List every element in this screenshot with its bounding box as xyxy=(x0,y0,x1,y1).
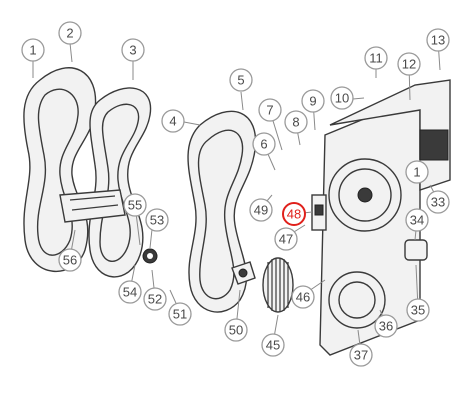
svg-text:36: 36 xyxy=(379,319,393,334)
svg-text:49: 49 xyxy=(254,203,268,218)
callout-35: 35 xyxy=(406,298,430,322)
rear-panel xyxy=(319,99,421,356)
callout-36: 36 xyxy=(374,314,398,338)
callout-48-highlighted: 48 xyxy=(282,202,306,226)
callout-4: 4 xyxy=(161,109,185,133)
callout-10: 10 xyxy=(330,86,354,110)
svg-text:50: 50 xyxy=(229,323,243,338)
bearing-53 xyxy=(142,248,158,264)
svg-text:46: 46 xyxy=(296,290,310,305)
svg-text:7: 7 xyxy=(266,103,273,118)
svg-text:13: 13 xyxy=(431,33,445,48)
svg-text:11: 11 xyxy=(369,51,383,66)
callout-37: 37 xyxy=(349,343,373,367)
svg-text:47: 47 xyxy=(279,232,293,247)
svg-text:1: 1 xyxy=(29,43,36,58)
callout-52: 52 xyxy=(143,287,167,311)
svg-text:33: 33 xyxy=(431,195,445,210)
svg-text:53: 53 xyxy=(150,213,164,228)
svg-text:56: 56 xyxy=(63,253,77,268)
callout-34: 34 xyxy=(405,208,429,232)
callout-33: 33 xyxy=(426,190,450,214)
svg-text:9: 9 xyxy=(309,94,316,109)
callout-13: 13 xyxy=(426,28,450,52)
callout-51: 51 xyxy=(168,302,192,326)
svg-text:4: 4 xyxy=(169,114,176,129)
svg-text:54: 54 xyxy=(123,285,137,300)
callout-9: 9 xyxy=(301,89,325,113)
svg-text:45: 45 xyxy=(266,338,280,353)
callout-55: 55 xyxy=(123,193,147,217)
svg-text:34: 34 xyxy=(410,213,424,228)
svg-text:48: 48 xyxy=(287,207,301,222)
blower-wheel xyxy=(262,257,294,313)
svg-text:1: 1 xyxy=(413,165,420,180)
callout-47: 47 xyxy=(274,227,298,251)
callout-46: 46 xyxy=(291,285,315,309)
callout-11: 11 xyxy=(364,46,388,70)
svg-text:37: 37 xyxy=(354,348,368,363)
callout-50: 50 xyxy=(224,318,248,342)
part-48-bracket xyxy=(311,194,327,231)
seal-gasket-left xyxy=(23,67,97,273)
svg-text:6: 6 xyxy=(260,137,267,152)
seal-gasket-right xyxy=(88,87,152,278)
callout-56: 56 xyxy=(58,248,82,272)
svg-text:3: 3 xyxy=(129,43,136,58)
callout-7: 7 xyxy=(258,98,282,122)
callout-2: 2 xyxy=(58,21,82,45)
callout-54: 54 xyxy=(118,280,142,304)
callout-8: 8 xyxy=(284,110,308,134)
svg-text:2: 2 xyxy=(66,26,73,41)
svg-text:8: 8 xyxy=(292,115,299,130)
callout-3: 3 xyxy=(121,38,145,62)
callout-12: 12 xyxy=(397,52,421,76)
callout-45: 45 xyxy=(261,333,285,357)
svg-text:55: 55 xyxy=(128,198,142,213)
svg-text:35: 35 xyxy=(411,303,425,318)
svg-text:52: 52 xyxy=(148,292,162,307)
svg-text:51: 51 xyxy=(173,307,187,322)
callout-5: 5 xyxy=(229,68,253,92)
callout-1-right: 1 xyxy=(405,160,429,184)
callout-49: 49 xyxy=(249,198,273,222)
svg-text:5: 5 xyxy=(237,73,244,88)
svg-text:12: 12 xyxy=(402,57,416,72)
svg-text:10: 10 xyxy=(335,91,349,106)
bearing-50 xyxy=(231,261,256,285)
callout-53: 53 xyxy=(145,208,169,232)
callout-6: 6 xyxy=(252,132,276,156)
motor-capacitor xyxy=(404,239,428,261)
gasket-bracket xyxy=(59,189,126,223)
callout-1: 1 xyxy=(21,38,45,62)
